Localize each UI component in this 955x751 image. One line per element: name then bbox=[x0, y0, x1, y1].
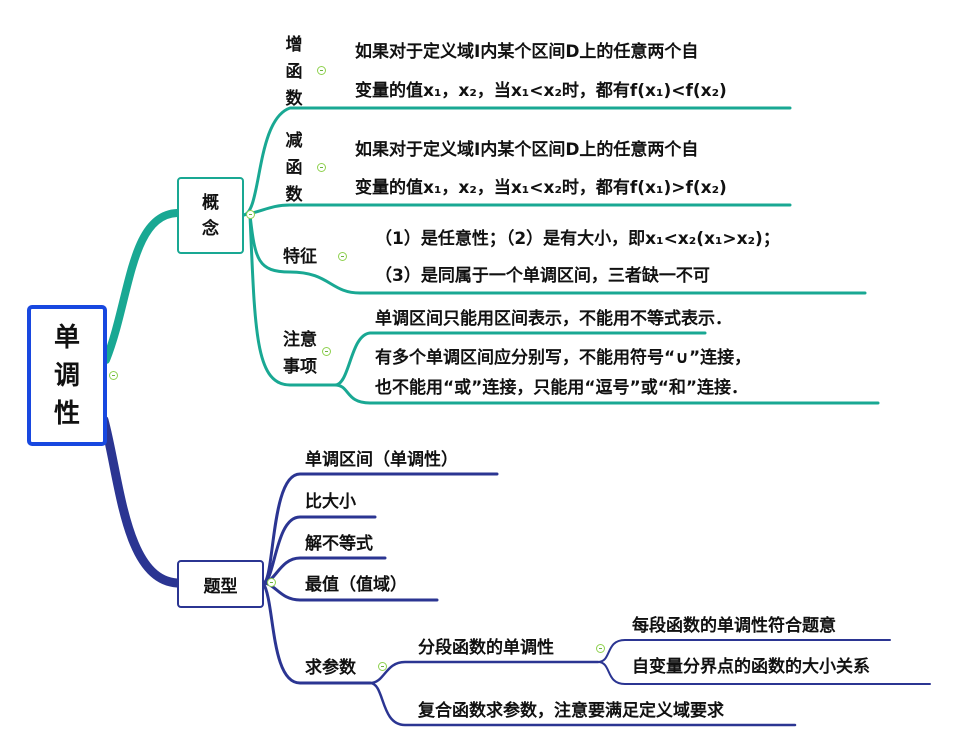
root-to-types-link bbox=[99, 415, 182, 588]
notes-label-1[interactable]: 注意 bbox=[283, 330, 317, 350]
concept-node[interactable]: 概念 bbox=[177, 177, 244, 254]
features-text-2: （3）是同属于一个单调区间，三者缺一不可 bbox=[375, 266, 710, 286]
composite-item[interactable]: 复合函数求参数，注意要满足定义域要求 bbox=[418, 701, 724, 721]
increasing-label[interactable]: 增函数 bbox=[285, 35, 303, 109]
root-to-concept-link bbox=[102, 209, 181, 364]
collapse-types-icon[interactable] bbox=[267, 578, 276, 587]
collapse-concept-icon[interactable] bbox=[246, 210, 255, 219]
features-text-1: （1）是任意性；（2）是有大小，即x₁<x₂(x₁>x₂)； bbox=[375, 229, 780, 249]
notes-item-2-line-2: 也不能用“或”连接，只能用“逗号”或“和”连接． bbox=[375, 378, 749, 398]
collapse-notes-icon[interactable] bbox=[322, 347, 331, 356]
piecewise-item-2[interactable]: 自变量分界点的函数的大小关系 bbox=[632, 657, 870, 677]
collapse-features-icon[interactable] bbox=[338, 252, 347, 261]
piecewise-item-link-2 bbox=[597, 661, 931, 685]
composite-link bbox=[368, 681, 797, 727]
notes-link-1 bbox=[248, 213, 707, 387]
decreasing-text-1: 如果对于定义域I内某个区间D上的任意两个自 bbox=[355, 140, 699, 160]
types-node[interactable]: 题型 bbox=[177, 560, 264, 608]
param-label[interactable]: 求参数 bbox=[305, 658, 356, 678]
notes-item-1: 单调区间只能用区间表示，不能用不等式表示． bbox=[375, 309, 732, 329]
type-item-4[interactable]: 最值（值域） bbox=[305, 575, 407, 595]
piecewise-label[interactable]: 分段函数的单调性 bbox=[418, 638, 554, 658]
type-item-1[interactable]: 单调区间（单调性） bbox=[305, 450, 458, 470]
collapse-piecewise-icon[interactable] bbox=[596, 644, 605, 653]
type-link-2 bbox=[261, 515, 377, 585]
increasing-text-1: 如果对于定义域I内某个区间D上的任意两个自 bbox=[355, 42, 699, 62]
type-item-3[interactable]: 解不等式 bbox=[305, 534, 373, 554]
decreasing-label[interactable]: 减函数 bbox=[285, 131, 303, 205]
root-node[interactable]: 单调性 bbox=[27, 305, 107, 446]
types-branches bbox=[99, 415, 931, 727]
decreasing-link bbox=[241, 203, 792, 217]
increasing-link bbox=[241, 106, 792, 217]
decreasing-text-2: 变量的值x₁，x₂，当x₁<x₂时，都有f(x₁)>f(x₂) bbox=[355, 178, 727, 198]
collapse-increasing-icon[interactable] bbox=[317, 66, 326, 75]
concept-label: 概念 bbox=[202, 192, 219, 239]
type-link-1 bbox=[261, 472, 499, 585]
types-label: 题型 bbox=[203, 576, 238, 597]
piecewise-item-1[interactable]: 每段函数的单调性符合题意 bbox=[632, 616, 836, 636]
type-item-2[interactable]: 比大小 bbox=[305, 492, 356, 512]
notes-item-2-line-1: 有多个单调区间应分别写，不能用符号“∪”连接， bbox=[375, 348, 752, 368]
collapse-decreasing-icon[interactable] bbox=[317, 163, 326, 172]
param-link bbox=[261, 581, 372, 685]
collapse-param-icon[interactable] bbox=[378, 662, 387, 671]
root-label: 单调性 bbox=[53, 322, 80, 429]
piecewise-link bbox=[368, 660, 600, 685]
features-label[interactable]: 特征 bbox=[283, 247, 317, 267]
increasing-text-2: 变量的值x₁，x₂，当x₁<x₂时，都有f(x₁)<f(x₂) bbox=[355, 81, 727, 101]
type-link-4 bbox=[261, 581, 439, 602]
features-link bbox=[248, 213, 867, 295]
notes-link-2 bbox=[333, 383, 880, 405]
notes-label-2[interactable]: 事项 bbox=[283, 357, 317, 377]
collapse-root-icon[interactable] bbox=[109, 371, 118, 380]
piecewise-item-link-1 bbox=[597, 639, 891, 663]
